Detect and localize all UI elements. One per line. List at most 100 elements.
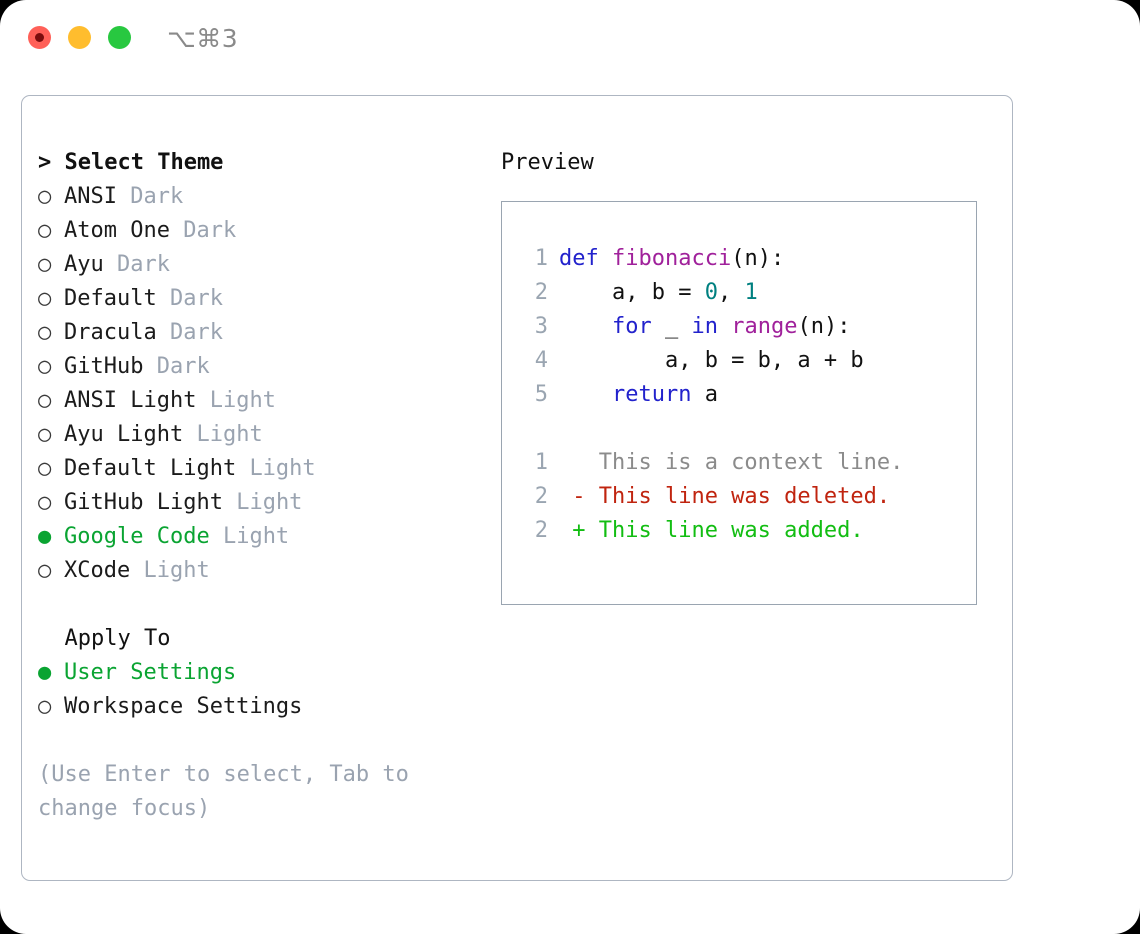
code-token-plain: a — [691, 382, 718, 407]
diff-line-add: 2 + This line was added. — [502, 514, 976, 548]
theme-option-xcode[interactable]: ○ XCode Light — [38, 554, 478, 588]
theme-option-label: XCode — [64, 558, 131, 583]
code-token-plain: , — [717, 280, 745, 305]
code-line-text: a, b = b, a + b — [548, 344, 864, 378]
code-token-kw: def — [559, 246, 599, 271]
code-token-num: 1 — [744, 280, 758, 305]
apply-to-option-workspace-settings[interactable]: ○ Workspace Settings — [38, 690, 478, 724]
radio-unselected-icon: ○ — [38, 456, 52, 481]
code-token-plain: (n): — [797, 314, 851, 339]
code-token-plain: (n): — [731, 246, 785, 271]
theme-option-variant: Dark — [117, 252, 170, 277]
section-spacer — [38, 588, 478, 622]
theme-option-label: Atom One — [64, 218, 170, 243]
select-theme-header: > Select Theme — [38, 150, 224, 175]
theme-option-list: ○ANSI Dark○Atom One Dark○Ayu Dark○Defaul… — [38, 180, 478, 588]
diff-line-del: 2 - This line was deleted. — [502, 480, 976, 514]
label-variant-separator — [196, 388, 209, 413]
diff-line-text: This is a context line. — [559, 450, 904, 475]
code-token-fn: range — [731, 314, 798, 339]
radio-unselected-icon: ○ — [38, 320, 52, 345]
code-line-text: def fibonacci(n): — [548, 242, 784, 276]
theme-option-label: GitHub Light — [64, 490, 223, 515]
radio-unselected-icon: ○ — [38, 558, 52, 583]
code-line-text: for _ in range(n): — [548, 310, 850, 344]
radio-unselected-icon: ○ — [38, 388, 52, 413]
label-variant-separator — [210, 524, 223, 549]
diff-line-number: 2 — [534, 518, 548, 543]
radio-unselected-icon: ○ — [38, 286, 52, 311]
radio-selected-icon: ● — [38, 524, 52, 549]
code-token-plain: _ — [651, 314, 692, 339]
theme-option-variant: Light — [143, 558, 210, 583]
theme-option-google-code[interactable]: ● Google Code Light — [38, 520, 478, 554]
theme-option-label: ANSI — [64, 184, 117, 209]
theme-option-default-light[interactable]: ○Default Light Light — [38, 452, 478, 486]
label-variant-separator — [143, 354, 156, 379]
theme-option-ansi[interactable]: ○ANSI Dark — [38, 180, 478, 214]
code-line-text: return a — [548, 378, 718, 412]
code-line: 4 a, b = b, a + b — [502, 344, 976, 378]
label-variant-separator — [170, 218, 183, 243]
theme-option-ansi-light[interactable]: ○ ANSI Light Light — [38, 384, 478, 418]
code-line-number: 5 — [534, 382, 548, 407]
theme-option-label: Dracula — [64, 320, 157, 345]
theme-option-variant: Light — [209, 388, 276, 413]
label-variant-separator — [104, 252, 117, 277]
code-token-plain — [559, 314, 612, 339]
diff-line-text: + This line was added. — [559, 518, 864, 543]
apply-to-option-label: Workspace Settings — [64, 694, 303, 719]
theme-option-github-light[interactable]: ○GitHub Light Light — [38, 486, 478, 520]
code-line-number: 4 — [534, 348, 548, 373]
window-controls — [28, 26, 131, 49]
code-line-number: 1 — [534, 246, 548, 271]
code-token-plain: a, b = — [559, 280, 705, 305]
label-variant-separator — [117, 184, 130, 209]
code-line-number: 3 — [534, 314, 548, 339]
theme-option-label: GitHub — [64, 354, 144, 379]
code-token-kw: return — [611, 382, 692, 407]
code-token-plain — [559, 382, 612, 407]
label-variant-separator — [130, 558, 143, 583]
label-variant-separator — [157, 320, 170, 345]
theme-option-label: Ayu — [64, 252, 104, 277]
theme-option-variant: Light — [249, 456, 316, 481]
theme-selector-column: > Select Theme ○ANSI Dark○Atom One Dark○… — [38, 146, 478, 826]
code-line: 2 a, b = 0, 1 — [502, 276, 976, 310]
code-token-kw: in — [691, 314, 718, 339]
title-bar: ⌥⌘3 — [0, 0, 1140, 78]
apply-to-option-label: User Settings — [64, 660, 237, 685]
recording-indicator-icon — [35, 33, 44, 42]
minimize-button[interactable] — [68, 26, 91, 49]
theme-option-variant: Dark — [169, 286, 223, 311]
code-line-number: 2 — [534, 280, 548, 305]
theme-option-ayu[interactable]: ○ Ayu Dark — [38, 248, 478, 282]
label-variant-separator — [183, 422, 196, 447]
theme-option-variant: Dark — [169, 320, 223, 345]
code-line: 3 for _ in range(n): — [502, 310, 976, 344]
theme-option-variant: Dark — [130, 184, 184, 209]
maximize-button[interactable] — [108, 26, 131, 49]
radio-unselected-icon: ○ — [38, 422, 52, 447]
theme-option-atom-one[interactable]: ○Atom One Dark — [38, 214, 478, 248]
close-button[interactable] — [28, 26, 51, 49]
code-line-text: a, b = 0, 1 — [548, 276, 758, 310]
apply-to-option-user-settings[interactable]: ●User Settings — [38, 656, 478, 690]
theme-option-default[interactable]: ○ Default Dark — [38, 282, 478, 316]
label-variant-separator — [157, 286, 170, 311]
theme-option-variant: Light — [222, 524, 290, 549]
theme-option-label: Google Code — [64, 524, 210, 549]
radio-unselected-icon: ○ — [38, 252, 52, 277]
theme-option-label: ANSI Light — [64, 388, 197, 413]
theme-option-dracula[interactable]: ○ Dracula Dark — [38, 316, 478, 350]
theme-option-label: Default — [64, 286, 157, 311]
diff-line-ctx: 1 This is a context line. — [502, 446, 976, 480]
radio-unselected-icon: ○ — [38, 694, 52, 719]
theme-option-github[interactable]: ○GitHub Dark — [38, 350, 478, 384]
theme-option-ayu-light[interactable]: ○Ayu Light Light — [38, 418, 478, 452]
keyboard-hint-text: (Use Enter to select, Tab to change focu… — [38, 762, 423, 821]
apply-to-option-list: ●User Settings ○ Workspace Settings — [38, 656, 478, 724]
